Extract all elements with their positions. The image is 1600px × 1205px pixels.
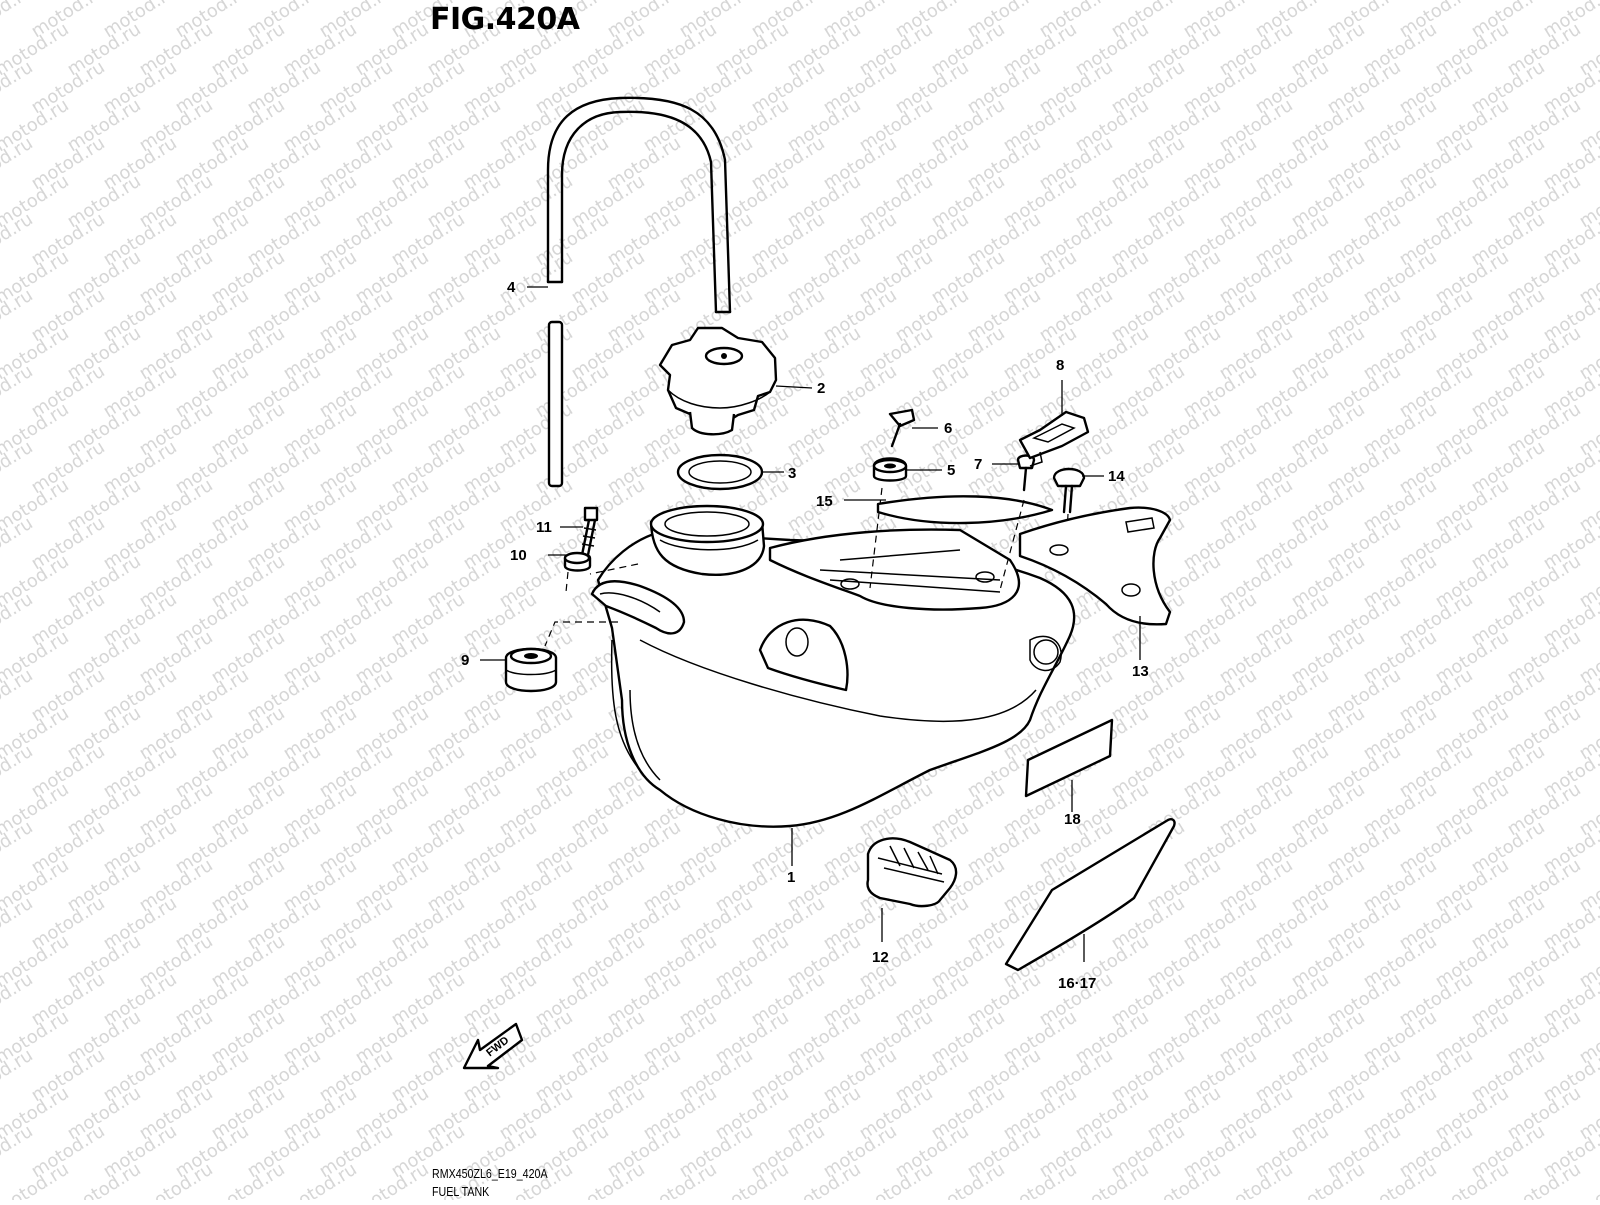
- callout-12: 12: [872, 949, 889, 966]
- breather-hose[interactable]: [546, 96, 732, 488]
- clip-7[interactable]: [1016, 454, 1036, 492]
- fuel-cap[interactable]: [658, 326, 778, 436]
- callout-5: 5: [947, 462, 955, 479]
- callout-13: 13: [1132, 663, 1149, 680]
- clamp-8[interactable]: [1018, 410, 1090, 467]
- callout-16-17: 16·17: [1058, 975, 1096, 992]
- bracket-13[interactable]: [1018, 506, 1172, 626]
- callout-18: 18: [1064, 811, 1081, 828]
- figure-title: FIG.420A: [430, 2, 580, 37]
- callout-6: 6: [944, 420, 952, 437]
- screw-6[interactable]: [888, 408, 916, 448]
- grommet-9[interactable]: [504, 647, 558, 693]
- guard-12[interactable]: [866, 837, 958, 908]
- callout-11: 11: [536, 519, 552, 536]
- callout-15: 15: [816, 493, 833, 510]
- callout-7: 7: [974, 456, 982, 473]
- watermark-text: motod.ru: [0, 1159, 1, 1200]
- callout-10: 10: [510, 547, 527, 564]
- decal-16-17[interactable]: [1004, 818, 1176, 972]
- watermark-text: motod.ru: [1576, 0, 1600, 4]
- leader-lines: [480, 286, 1141, 962]
- callout-3: 3: [788, 465, 796, 482]
- model-code: RMX450ZL6_E19_420A: [432, 1166, 548, 1181]
- label-18[interactable]: [1024, 718, 1114, 798]
- callout-4: 4: [507, 279, 516, 296]
- fuel-tank[interactable]: [544, 504, 1076, 828]
- figure-name: FUEL TANK: [432, 1184, 490, 1199]
- callout-1: 1: [787, 869, 795, 886]
- collar-10[interactable]: [563, 551, 592, 593]
- pad-15[interactable]: [876, 495, 1054, 591]
- callout-8: 8: [1056, 357, 1064, 374]
- callout-labels: 4 2 3 6 5 7 14 8 15 11 10 9 13 18 1 12 1…: [461, 279, 1149, 992]
- fwd-arrow-icon: [462, 1022, 524, 1070]
- callout-14: 14: [1108, 468, 1125, 485]
- cap-gasket[interactable]: [676, 453, 764, 491]
- callout-9: 9: [461, 652, 469, 669]
- bolt-11[interactable]: [580, 506, 599, 557]
- callout-2: 2: [817, 380, 825, 397]
